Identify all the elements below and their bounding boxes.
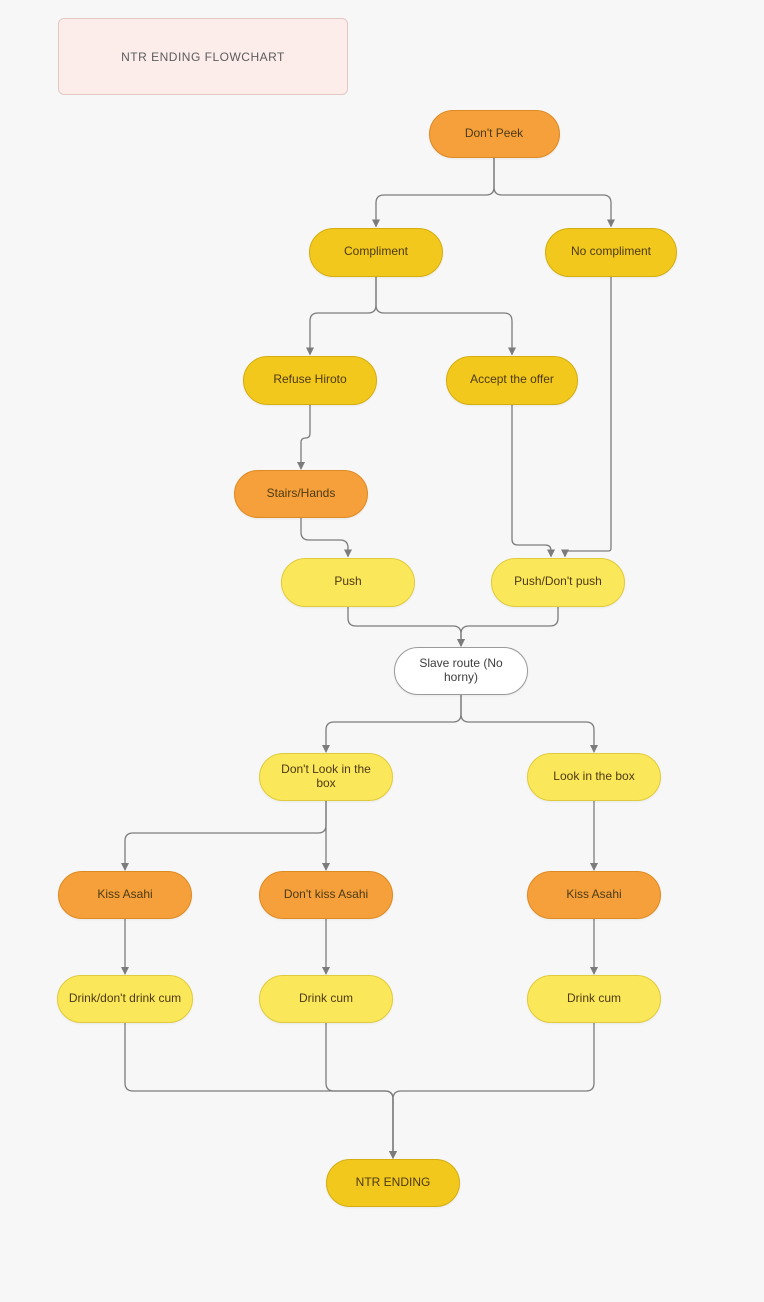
node-label: Don't kiss Asahi bbox=[283, 887, 369, 902]
edge-drink-cum-right-to-ntr-ending bbox=[389, 1023, 595, 1159]
flowchart-node-push[interactable]: Push bbox=[281, 557, 415, 607]
edge-compliment-to-accept-the-offer bbox=[375, 276, 516, 356]
node-label: Kiss Asahi bbox=[97, 887, 153, 902]
node-label: Drink cum bbox=[298, 991, 353, 1006]
edge-dont-look-in-the-box-to-kiss-asahi-left bbox=[121, 801, 327, 871]
edge-compliment-to-refuse-hiroto bbox=[306, 276, 377, 356]
edge-drink-dont-drink-cum-to-ntr-ending bbox=[124, 1023, 397, 1159]
node-label: Compliment bbox=[343, 244, 409, 259]
node-label: Drink/don't drink cum bbox=[68, 991, 182, 1006]
flowchart-node-accept-the-offer[interactable]: Accept the offer bbox=[446, 355, 578, 405]
flowchart-node-ntr-ending[interactable]: NTR ENDING bbox=[326, 1159, 460, 1207]
edge-no-compliment-to-push-dont-push bbox=[561, 276, 612, 558]
node-label: Slave route (No horny) bbox=[419, 656, 503, 684]
edge-dont-peek-to-compliment bbox=[372, 158, 495, 228]
edge-slave-route-to-look-in-the-box bbox=[460, 695, 598, 753]
node-label: NTR ENDING bbox=[355, 1175, 431, 1190]
flowchart-node-dont-kiss-asahi[interactable]: Don't kiss Asahi bbox=[259, 871, 393, 919]
flowchart-node-kiss-asahi-right[interactable]: Kiss Asahi bbox=[527, 871, 661, 919]
node-label: Push bbox=[334, 574, 362, 589]
flowchart-node-no-compliment[interactable]: No compliment bbox=[545, 227, 677, 277]
edge-accept-the-offer-to-push-dont-push bbox=[511, 404, 555, 558]
edge-slave-route-to-dont-look-in-the-box bbox=[322, 695, 462, 753]
node-label: Accept the offer bbox=[470, 372, 554, 387]
node-label: Stairs/Hands bbox=[266, 486, 336, 501]
node-label: Drink cum bbox=[566, 991, 621, 1006]
flowchart-node-push-dont-push[interactable]: Push/Don't push bbox=[491, 557, 625, 607]
edge-push-dont-push-to-slave-route bbox=[457, 606, 559, 647]
flowchart-title: NTR ENDING FLOWCHART bbox=[121, 49, 285, 64]
flowchart-node-drink-cum-right[interactable]: Drink cum bbox=[527, 975, 661, 1023]
node-label: Refuse Hiroto bbox=[273, 372, 347, 387]
flowchart-node-drink-dont-drink-cum[interactable]: Drink/don't drink cum bbox=[57, 975, 193, 1023]
flowchart-node-stairs-hands[interactable]: Stairs/Hands bbox=[234, 470, 368, 518]
edge-refuse-hiroto-to-stairs-hands bbox=[297, 404, 311, 470]
node-label: Don't Peek bbox=[464, 126, 524, 141]
node-label: Look in the box bbox=[553, 769, 635, 784]
edge-dont-peek-to-no-compliment bbox=[493, 158, 615, 228]
flowchart-node-drink-cum-mid[interactable]: Drink cum bbox=[259, 975, 393, 1023]
edge-drink-cum-mid-to-ntr-ending bbox=[325, 1023, 397, 1159]
node-label: Kiss Asahi bbox=[566, 887, 622, 902]
flowchart-node-compliment[interactable]: Compliment bbox=[309, 227, 443, 277]
edge-stairs-hands-to-push bbox=[300, 518, 352, 558]
flowchart-node-refuse-hiroto[interactable]: Refuse Hiroto bbox=[243, 355, 377, 405]
flowchart-node-dont-look-in-the-box[interactable]: Don't Look in the box bbox=[259, 753, 393, 801]
flowchart-node-look-in-the-box[interactable]: Look in the box bbox=[527, 753, 661, 801]
edge-push-to-slave-route bbox=[347, 606, 465, 647]
flowchart-node-dont-peek[interactable]: Don't Peek bbox=[428, 110, 560, 158]
node-label: Push/Don't push bbox=[514, 574, 602, 589]
node-label: Don't Look in the box bbox=[281, 762, 371, 790]
flowchart-node-kiss-asahi-left[interactable]: Kiss Asahi bbox=[58, 871, 192, 919]
flowchart-node-slave-route[interactable]: Slave route (No horny) bbox=[394, 647, 528, 695]
flowchart-title-box[interactable]: NTR ENDING FLOWCHART bbox=[58, 18, 348, 95]
node-label: No compliment bbox=[570, 244, 652, 259]
